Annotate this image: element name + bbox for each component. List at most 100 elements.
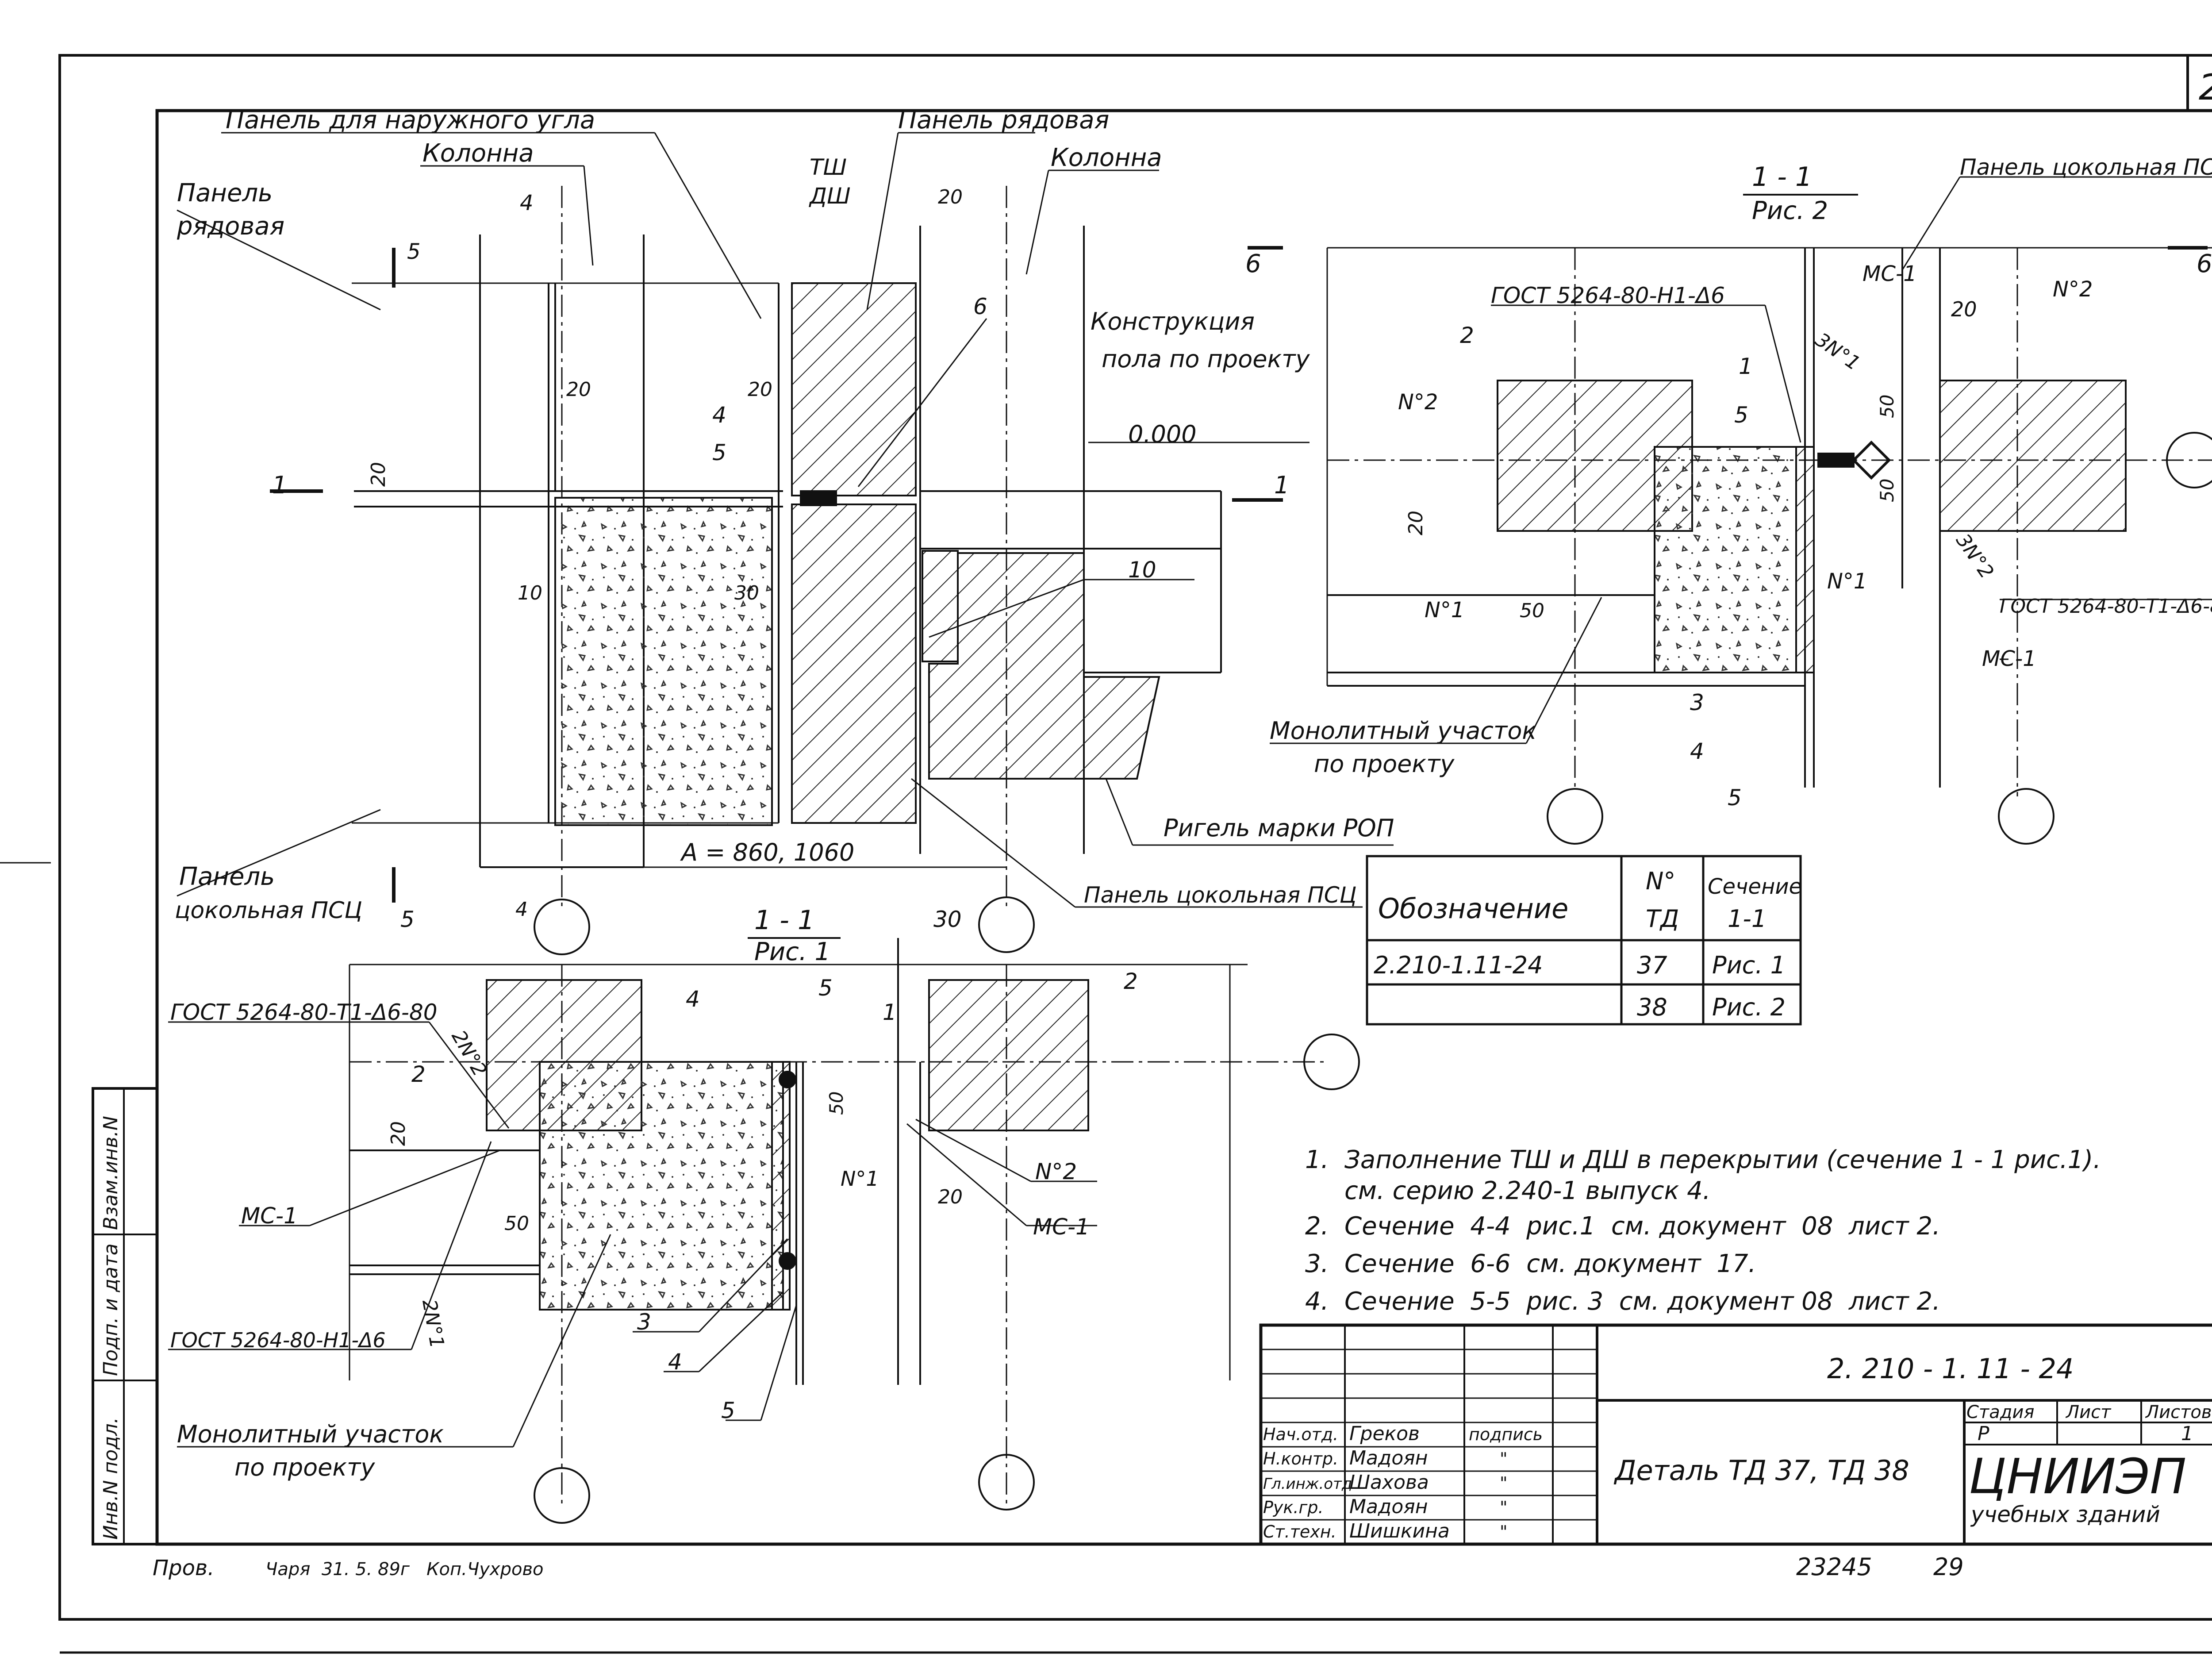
fig1-section <box>168 937 1360 1524</box>
label-plan_labels-dims-3: 20 <box>748 378 772 401</box>
label-designation_table-headers-3: Сечение <box>1708 874 1802 899</box>
label-fig2-n4: 3N°2 <box>1951 530 1998 583</box>
plan-view <box>177 132 1394 955</box>
label-plan_labels-dims-4: 20 <box>938 186 963 208</box>
label-fig1-mono_1: Монолитный участок <box>177 1420 444 1448</box>
fig2-labels: 1 - 1 Рис. 2 ГОСТ 5264-80-Н1-Δ6 ГОСТ 526… <box>1245 154 2212 811</box>
label-fig2-dims-2: 20 <box>1951 297 1977 321</box>
label-plan_labels-dims-5: 20 <box>367 462 390 487</box>
label-fig1-title_bottom: Рис. 1 <box>754 938 830 966</box>
label-sheet-sheets_header: Листов <box>2145 1402 2212 1422</box>
side-stamp-1: Инв.N подл. <box>100 1417 122 1540</box>
note-3: 3. Сечение 6-6 см. документ 17. <box>1305 1249 1756 1278</box>
title-block-text: 2. 210 - 1. 11 - 24 Деталь ТД 37, ТД 38 … <box>153 1353 2212 1581</box>
label-plan_labels-floor_2: пола по проекту <box>1102 345 1310 373</box>
label-sheet-sheets_total: 1 <box>2181 1422 2193 1445</box>
label-sheet-inventory_no: 23245 <box>1796 1553 1872 1581</box>
label-signatures-4-sign: " <box>1500 1522 1507 1541</box>
side-stamp-2: Подп. и дата <box>100 1243 122 1376</box>
label-sheet-organization_sub: учебных зданий <box>1970 1502 2160 1527</box>
label-fig1-dims-12: 5 <box>721 1398 735 1423</box>
label-fig1-dims-3: 20 <box>938 1186 963 1208</box>
note-2: 2. Сечение 4-4 рис.1 см. документ 08 лис… <box>1305 1212 1940 1241</box>
label-plan_labels-dims-12: 1 <box>272 471 287 499</box>
label-sheet-checked_sign: Чаря 31. 5. 89г Коп.Чухрово <box>265 1559 544 1580</box>
label-signatures-2-role: Гл.инж.отд <box>1263 1475 1352 1493</box>
label-fig1-dims-8: 4 <box>686 986 700 1012</box>
label-signatures-1-name: Мадоян <box>1349 1447 1428 1469</box>
label-fig1-n2: N°2 <box>1035 1159 1077 1184</box>
label-signatures-2-name: Шахова <box>1349 1471 1429 1494</box>
label-fig1-dims-2: 50 <box>504 1212 529 1235</box>
notes: 1. Заполнение ТШ и ДШ в перекрытии (сече… <box>1305 1145 2101 1316</box>
label-plan_labels-tsh: ТШ <box>810 154 847 180</box>
label-plan_labels-dims-8: 10 <box>1128 557 1156 583</box>
label-plan_labels-dims-7: 30 <box>734 582 759 604</box>
label-designation_table-rows-0-section: Рис. 1 <box>1712 951 1786 979</box>
label-fig2-title_top: 1 - 1 <box>1752 161 1812 192</box>
label-fig2-dims-6: 20 <box>1405 511 1427 535</box>
label-fig1-title_top: 1 - 1 <box>754 905 814 936</box>
fig1-labels: 1 - 1 Рис. 1 ГОСТ 5264-80-Т1-Δ6-80 ГОСТ … <box>170 905 1138 1481</box>
label-fig1-dims-5: 2 <box>411 1061 426 1087</box>
label-plan_labels-dim_a: A = 860, 1060 <box>680 838 854 866</box>
designation-table-text: Обозначение N° ТД Сечение 1-1 2.210-1.11… <box>1374 867 1802 1021</box>
label-fig2-mono_2: по проекту <box>1314 750 1455 778</box>
label-fig1-dims-4: 50 <box>826 1092 847 1115</box>
label-plan_labels-plinth_panel: Панель цокольная ПСЦ <box>1084 882 1356 908</box>
label-designation_table-headers-1: N° <box>1646 867 1675 895</box>
label-plan_labels-dsh: ДШ <box>809 183 851 209</box>
label-plan_labels-floor_1: Конструкция <box>1091 307 1255 335</box>
sheet-frame <box>0 54 2212 1654</box>
label-designation_table-headers-4: 1-1 <box>1728 905 1767 933</box>
label-sheet-page_no: 29 <box>1933 1553 1964 1581</box>
label-fig2-title_bottom: Рис. 2 <box>1752 196 1828 225</box>
label-fig1-n1b: 2N°1 <box>418 1298 448 1350</box>
designation-table <box>1366 855 1802 1026</box>
label-signatures-3-sign: " <box>1500 1498 1507 1517</box>
label-fig1-n2b: 2N°2 <box>447 1026 491 1080</box>
label-fig1-mono_2: по проекту <box>234 1453 375 1481</box>
label-plan_labels-dims-11: 5 <box>712 440 726 465</box>
label-fig2-dims-3: 2 <box>1460 323 1474 348</box>
organization: ЦНИИЭП <box>1969 1448 2186 1505</box>
label-signatures-2-sign: " <box>1500 1473 1507 1493</box>
label-fig2-dims-10: 3 <box>1690 690 1704 715</box>
title-block <box>1259 1323 2212 1546</box>
label-designation_table-rows-1-td: 38 <box>1637 993 1667 1021</box>
label-fig2-dims-11: 4 <box>1690 738 1704 764</box>
label-designation_table-headers-0: Обозначение <box>1378 892 1568 925</box>
plan-labels: Панель для наружного угла Панель рядовая… <box>175 106 1394 932</box>
label-fig2-mc_bot: МС-1 <box>1982 646 2036 671</box>
label-fig2-n1: N°1 <box>1425 598 1464 623</box>
label-plan_labels-dims-9: 6 <box>973 294 987 319</box>
label-signatures-0-sign: подпись <box>1469 1425 1543 1444</box>
label-plan_labels-dims-2: 20 <box>566 378 591 401</box>
label-fig2-dims-8: 50 <box>1876 395 1898 418</box>
label-sheet-checked: Пров. <box>153 1556 214 1580</box>
label-fig2-dims-4: 1 <box>1739 354 1753 379</box>
label-fig2-gost_t: ГОСТ 5264-80-Т1-Δ6-80 <box>2000 595 2212 618</box>
label-fig1-gost_h: ГОСТ 5264-80-Н1-Δ6 <box>170 1328 386 1352</box>
label-plan_labels-dims-1: 5 <box>407 239 421 264</box>
label-fig1-dims-0: 30 <box>933 907 962 932</box>
label-fig2-n3: 3N°1 <box>1811 328 1864 375</box>
label-plan_labels-dims-0: 4 <box>520 191 534 215</box>
label-fig2-n2: N°2 <box>1398 390 1438 415</box>
label-fig1-mc2: МС-1 <box>1033 1214 1090 1240</box>
label-plan_labels-panel_corner: Панель для наружного угла <box>226 106 595 135</box>
label-designation_table-rows-1-section: Рис. 2 <box>1712 993 1786 1021</box>
label-fig1-gost_t: ГОСТ 5264-80-Т1-Δ6-80 <box>170 999 438 1025</box>
fig2-section <box>1248 176 2212 845</box>
label-sheet-stage_header: Стадия <box>1966 1402 2034 1422</box>
label-fig1-n1: N°1 <box>841 1167 879 1191</box>
label-plan_labels-panel_row_left_2: рядовая <box>177 212 284 241</box>
label-fig2-panel: Панель цокольная ПСЦ <box>1960 154 2212 180</box>
label-fig1-dims-9: 5 <box>818 975 833 1001</box>
label-plan_labels-plinth_left_1: Панель <box>179 862 275 891</box>
label-fig2-gost_h: ГОСТ 5264-80-Н1-Δ6 <box>1491 283 1725 308</box>
side-stamp-3: Взам.инв.N <box>100 1116 122 1230</box>
sheet-number: 28 <box>2199 67 2212 108</box>
label-fig2-dims-1: 6 <box>2197 250 2212 278</box>
